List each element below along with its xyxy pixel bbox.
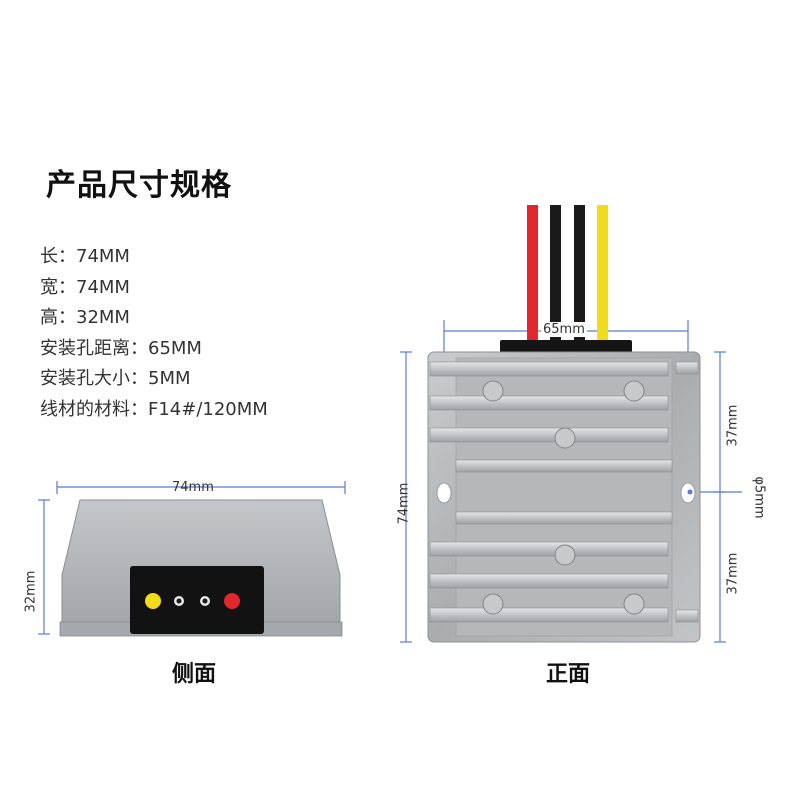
terminal-ports [145, 593, 240, 609]
screw [623, 380, 645, 402]
spec-row-wire-material: 线材的材料：F14#/120MM [40, 398, 268, 420]
wire-black-2 [574, 205, 585, 345]
side-view [38, 481, 346, 637]
side-width-label: 74mm [172, 480, 214, 495]
mounting-holes [436, 482, 696, 504]
terminal-block [130, 566, 264, 634]
terminal-yellow [145, 593, 161, 609]
wire-gland [500, 340, 632, 354]
screw [554, 544, 576, 566]
spec-row-hole-size: 安装孔大小：5MM [40, 368, 191, 389]
front-view [400, 205, 742, 643]
wire-bundle [500, 205, 632, 354]
wire-black-1 [550, 205, 561, 345]
spec-row-width: 宽：74MM [40, 276, 130, 298]
spec-list: 长：74MM 宽：74MM 高：32MM 安装孔距离：65MM 安装孔大小：5M… [40, 242, 268, 425]
side-height-label: 32mm [23, 570, 39, 613]
spec-row-length: 长：74MM [40, 246, 130, 267]
wire-yellow [597, 205, 608, 345]
side-width-dimension [56, 481, 346, 494]
spec-row-height: 高：32MM [40, 307, 130, 328]
front-height-dimension [400, 351, 412, 643]
front-height-label: 74mm [396, 482, 412, 525]
lower-half-label: 37mm [725, 552, 741, 595]
side-height-dimension [38, 499, 50, 635]
page-title: 产品尺寸规格 [46, 168, 232, 203]
screw [482, 593, 504, 615]
upper-half-label: 37mm [725, 404, 741, 447]
terminal-red [224, 593, 240, 609]
wire-red [527, 205, 538, 345]
housing-screws [482, 380, 645, 615]
side-view-caption: 侧面 [172, 662, 217, 687]
hole-size-label: φ5mm [751, 476, 767, 519]
front-view-caption: 正面 [546, 662, 591, 687]
hole-distance-label: 65mm [541, 322, 587, 337]
screw [623, 593, 645, 615]
spec-row-hole-distance: 安装孔距离：65MM [40, 337, 202, 359]
screw [482, 380, 504, 402]
screw [554, 427, 576, 449]
mounting-hole-left [436, 482, 452, 504]
